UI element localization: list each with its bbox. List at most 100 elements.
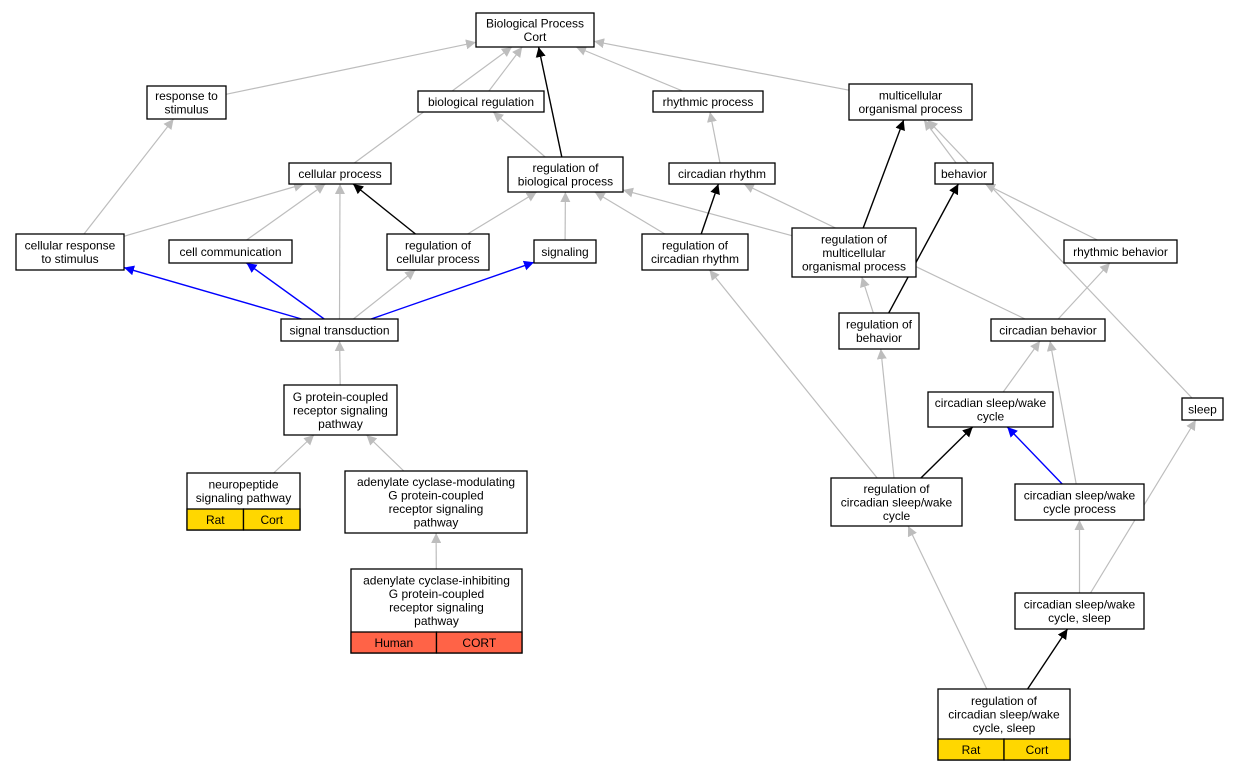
- node-label-line: organismal process: [858, 102, 962, 116]
- edge-acm-to-gpcr: [366, 434, 405, 472]
- node-sleep[interactable]: sleep: [1181, 397, 1224, 421]
- edge-cc-to-cellp: [246, 183, 326, 241]
- node-label-line: behavior: [856, 331, 902, 345]
- edge-rts-to-bp: [225, 39, 477, 95]
- annotation-tag-label: Cort: [1026, 743, 1049, 757]
- edge-cswcp-to-cswc: [1006, 426, 1063, 485]
- node-st[interactable]: signal transduction: [280, 318, 399, 342]
- node-label-line: regulation of: [971, 694, 1038, 708]
- node-label-line: receptor signaling: [389, 601, 484, 615]
- node-box: [280, 318, 399, 342]
- node-cr[interactable]: circadian rhythm: [668, 162, 776, 185]
- node-box: [168, 239, 293, 264]
- edge-rbeh-to-rmop: [860, 276, 874, 314]
- node-label-line: regulation of: [662, 239, 729, 253]
- node-box: [417, 90, 545, 113]
- edge-nsp-to-gpcr: [273, 434, 315, 474]
- annotation-tag-cell: [1003, 738, 1071, 761]
- edge-rbeh-to-beh: [888, 183, 959, 314]
- node-box: [668, 162, 776, 185]
- node-label-line: cycle, sleep: [973, 721, 1036, 735]
- node-label-line: G protein-coupled: [388, 489, 483, 503]
- node-label-line: organismal process: [802, 259, 906, 273]
- node-box: [386, 233, 490, 271]
- node-label-line: G protein-coupled: [293, 390, 388, 404]
- node-label-line: circadian sleep/wake: [948, 707, 1060, 721]
- annotation-tag-label: Cort: [260, 513, 283, 527]
- node-cb[interactable]: circadian behavior: [990, 318, 1106, 342]
- node-label-line: cell communication: [179, 245, 281, 259]
- edge-gpcr-to-st: [334, 340, 345, 386]
- node-label-line: adenylate cyclase-modulating: [357, 475, 515, 489]
- edge-rhyp-to-bp: [575, 46, 683, 92]
- node-label-line: G protein-coupled: [389, 587, 484, 601]
- edge-breg-to-bp: [488, 46, 523, 92]
- edge-st-to-cc: [246, 262, 325, 320]
- edge-rmop-to-rbp: [622, 187, 793, 237]
- node-box: [1181, 397, 1224, 421]
- edge-rcr-to-cr: [700, 183, 720, 235]
- node-box: [927, 391, 1054, 428]
- node-cellp[interactable]: cellular process: [288, 162, 392, 185]
- node-box: [830, 477, 963, 527]
- node-label-line: multicellular: [879, 89, 942, 103]
- node-label-line: circadian sleep/wake: [1024, 489, 1136, 503]
- node-rhyb[interactable]: rhythmic behavior: [1063, 239, 1178, 264]
- edge-rcr-to-rbp: [594, 191, 666, 235]
- node-label-line: sleep: [1188, 402, 1217, 416]
- node-box: [507, 156, 624, 193]
- node-label-line: adenylate cyclase-inhibiting: [363, 574, 510, 588]
- node-label-line: rhythmic process: [663, 95, 754, 109]
- node-box: [990, 318, 1106, 342]
- node-box: [283, 384, 398, 436]
- edge-mop-to-bp: [593, 38, 850, 91]
- node-label-line: cycle, sleep: [1048, 611, 1111, 625]
- edge-cb-to-rhyb: [1057, 262, 1111, 320]
- node-box: [15, 233, 125, 271]
- node-breg[interactable]: biological regulation: [417, 90, 545, 113]
- node-label-line: behavior: [941, 167, 987, 181]
- edge-cswc-to-cb: [1002, 340, 1041, 393]
- edge-rbp-to-bp: [535, 46, 563, 158]
- node-label-line: pathway: [318, 417, 363, 431]
- node-label-line: cycle: [977, 410, 1005, 424]
- node-label-line: signaling: [541, 245, 588, 259]
- node-label-line: to stimulus: [41, 252, 98, 266]
- node-beh[interactable]: behavior: [934, 162, 994, 185]
- node-sig[interactable]: signaling: [533, 239, 597, 264]
- node-box: [288, 162, 392, 185]
- node-label-line: neuropeptide: [208, 478, 278, 492]
- node-rhyp[interactable]: rhythmic process: [652, 90, 764, 113]
- node-label-line: circadian sleep/wake: [1024, 598, 1136, 612]
- node-label-line: cycle process: [1043, 502, 1116, 516]
- edge-rcswcs-to-rcswc: [907, 525, 988, 690]
- node-label-line: pathway: [414, 516, 459, 530]
- node-label-line: circadian sleep/wake: [935, 396, 1047, 410]
- node-label-line: cycle: [883, 509, 911, 523]
- node-label-line: regulation of: [821, 232, 888, 246]
- edge-crts-to-rts: [83, 118, 175, 235]
- node-label-line: stimulus: [164, 103, 208, 117]
- edge-rcswc-to-rbeh: [876, 348, 895, 479]
- node-cc[interactable]: cell communication: [168, 239, 293, 264]
